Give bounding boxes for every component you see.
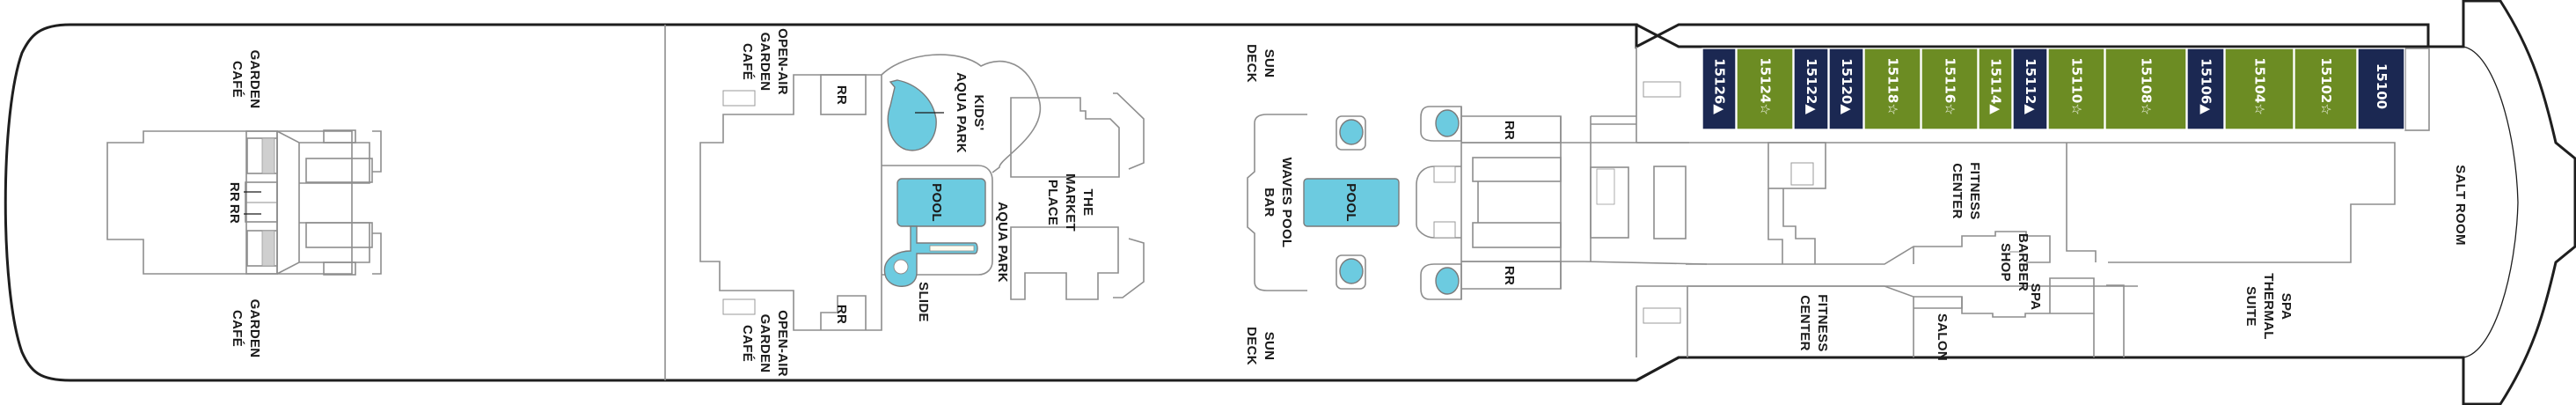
market-place-label: THEMARKETPLACE [1045,173,1095,232]
cabin-block[interactable] [2186,48,2225,130]
hot-tub [1435,267,1460,295]
salt-room-label: SALT ROOM [2453,165,2468,246]
spa-label: SPA [2028,284,2043,311]
elevator-bank-fwd [1472,157,1562,182]
cabin-block[interactable] [2012,48,2048,130]
cabin-number: 15126▲ [1712,58,1728,114]
water-slide [883,225,978,287]
restroom-label: RR [1502,266,1517,285]
cabin-15124[interactable]: 15124☆ [1736,48,1794,130]
cabin-15106[interactable]: 15106▲ [2186,48,2225,130]
stairs-icon [1790,162,1814,186]
elevator-bank-fwd [1472,222,1562,248]
restroom-label: RR [1502,121,1517,140]
elevator-bank-aft [305,158,373,248]
cabin-block[interactable] [1736,48,1794,130]
cabin-block[interactable] [2104,48,2187,130]
cabin-15122[interactable]: 15122▲ [1793,48,1829,130]
fitness-center-label: FITNESSCENTER [1797,294,1830,351]
cabin-number: 15120▲ [1839,58,1855,114]
hot-tub [1435,109,1460,137]
restroom-label: RR [227,204,242,224]
aqua-park-pool [896,178,986,227]
cabin-number: 15118☆ [1885,57,1901,115]
venue-labels: GARDENCAFÉGARDENCAFÉRRRROPEN-AIRGARDENCA… [227,28,2468,377]
salon-label: SALON [1935,313,1950,361]
cabin-15102[interactable]: 15102☆ [2294,48,2358,130]
barber-shop-label: BARBERSHOP [1998,233,2031,291]
garden-cafe-label: GARDENCAFÉ [230,299,262,358]
stairs-icon [1596,168,1615,205]
cabin-15108[interactable]: 15108☆ [2104,48,2187,130]
fitness-center-label: FITNESSCENTER [1950,162,1982,219]
cabin-number: 15108☆ [2139,57,2155,115]
cabin-block[interactable] [1793,48,1829,130]
restroom-label: RR [834,85,849,105]
hot-tub [1339,119,1364,145]
restroom-label: RR [227,182,242,202]
storage-room [2404,48,2430,131]
slide-label: SLIDE [916,282,931,322]
stairs-icon [722,90,756,107]
restroom-label: RR [834,305,849,324]
hot-tub [1339,258,1364,284]
cabin-block[interactable] [1701,48,1737,130]
cabin-number: 15104☆ [2252,57,2268,115]
cabin-15110[interactable]: 15110☆ [2047,48,2105,130]
cabin-number: 15114▲ [1988,58,2004,114]
cabin-number: 15110☆ [2069,57,2085,115]
waves-pool-bar-label: WAVES POOLBAR [1262,158,1294,248]
kids-aqua-park [881,54,1042,173]
cabin-strip: 15126▲ 15124☆ 15122▲ 15120▲ 15118☆ 15116☆ 1511… [1701,48,2405,130]
aqua-park-label: AQUA PARK [995,202,1010,283]
cabin-15116[interactable]: 15116☆ [1921,48,1979,130]
salt-room-curve [2463,46,2519,358]
cabin-15100[interactable]: 15100 [2357,48,2405,130]
cabin-15120[interactable]: 15120▲ [1828,48,1864,130]
cabin-number: 15100 [2374,63,2389,109]
open-air-cafe-label: OPEN-AIRGARDENCAFÉ [740,28,790,95]
cabin-block[interactable] [1828,48,1864,130]
stairs-icon [1643,307,1681,324]
cabin-block[interactable] [2357,48,2405,130]
cabin-block[interactable] [1921,48,1979,130]
market-place [1010,92,1145,300]
stairs-icon [1643,81,1681,98]
cabin-15114[interactable]: 15114▲ [1978,48,2013,130]
cabin-block[interactable] [2294,48,2358,130]
cabin-number: 15106▲ [2199,58,2214,114]
cabin-number: 15122▲ [1804,58,1819,114]
cabin-number: 15116☆ [1943,57,1958,115]
stairs-icon [722,298,756,315]
open-air-cafe-block [699,74,882,331]
garden-cafe-label: GARDENCAFÉ [230,50,262,109]
cabin-number: 15112▲ [2023,58,2038,114]
cabin-15126[interactable]: 15126▲ [1701,48,1737,130]
cabin-block[interactable] [1978,48,2013,130]
cabin-15118[interactable]: 15118☆ [1863,48,1921,130]
hull-outline [4,0,2576,405]
kids-aqua-park-label: KIDS'AQUA PARK [954,72,986,153]
cabin-block[interactable] [2047,48,2105,130]
open-air-cafe-label: OPEN-AIRGARDENCAFÉ [740,310,790,377]
waves-pool [1303,178,1400,227]
cabin-number: 15102☆ [2318,57,2334,115]
spa-thermal-suite-label: SPATHERMALSUITE [2243,273,2294,339]
cabin-block[interactable] [1863,48,1921,130]
pool-label: POOL [929,183,944,222]
aqua-park-enclosure [882,165,993,287]
cabin-15104[interactable]: 15104☆ [2224,48,2294,130]
cabin-block[interactable] [2224,48,2294,130]
cabin-15112[interactable]: 15112▲ [2012,48,2048,130]
pool-label: POOL [1343,183,1358,222]
sun-deck-label: SUNDECK [1244,44,1277,83]
aft-service-block [106,129,382,276]
sun-deck-label: SUNDECK [1244,327,1277,365]
fitness-spa-area [1653,142,2125,357]
cabin-number: 15124☆ [1758,57,1774,115]
waves-pool-deck [1247,106,1462,300]
